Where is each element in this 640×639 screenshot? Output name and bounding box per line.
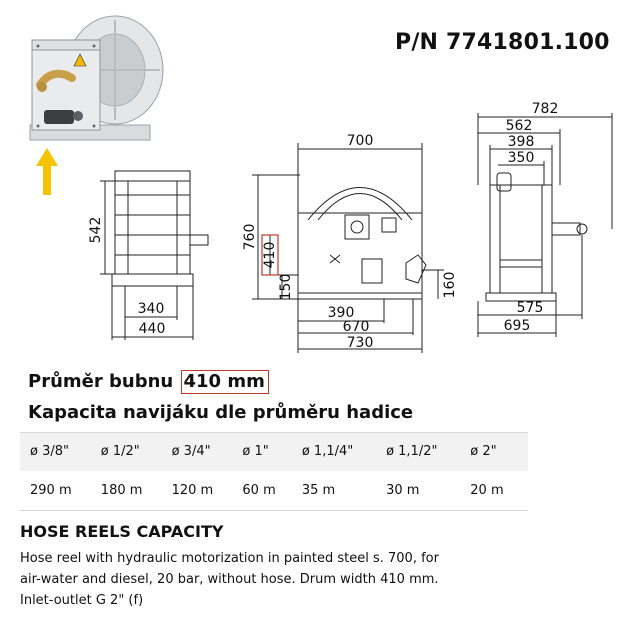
dim-right-bottom-2: 695 bbox=[504, 318, 531, 334]
english-title: HOSE REELS CAPACITY bbox=[20, 522, 224, 541]
product-photo bbox=[29, 15, 164, 195]
diameter-cell: ø 3/8" bbox=[20, 432, 91, 471]
dim-front-bottom-1: 390 bbox=[328, 305, 355, 321]
diameter-cell: ø 3/4" bbox=[161, 432, 233, 471]
length-cell: 120 m bbox=[161, 470, 233, 511]
table-row: 290 m 180 m 120 m 60 m 35 m 30 m 20 m bbox=[20, 470, 528, 511]
technical-drawing: 542 340 440 700 760 410 150 160 390 670 … bbox=[88, 101, 613, 353]
length-cell: 290 m bbox=[20, 470, 91, 511]
drum-label: Průměr bubnu bbox=[28, 371, 174, 392]
dim-side-height: 542 bbox=[88, 217, 104, 244]
dim-front-low: 150 bbox=[278, 274, 294, 301]
part-number: P/N 7741801.100 bbox=[395, 30, 610, 55]
dim-right-width-2: 562 bbox=[506, 118, 533, 134]
dim-front-height: 760 bbox=[242, 224, 258, 251]
dim-right-width-1: 782 bbox=[532, 101, 559, 117]
diameter-cell: ø 1,1/2" bbox=[376, 432, 461, 471]
right-view bbox=[477, 113, 613, 337]
drum-value: 410 mm bbox=[180, 370, 269, 394]
diameter-cell: ø 2" bbox=[460, 432, 528, 471]
length-cell: 60 m bbox=[232, 470, 292, 511]
dim-front-bottom-2: 670 bbox=[343, 319, 370, 335]
dim-front-drum: 410 bbox=[262, 242, 278, 269]
drum-dim-highlight bbox=[261, 234, 279, 276]
dim-side-base-inner: 340 bbox=[138, 301, 165, 317]
dim-front-bottom-3: 730 bbox=[347, 335, 374, 351]
capacity-table: ø 3/8" ø 1/2" ø 3/4" ø 1" ø 1,1/4" ø 1,1… bbox=[20, 432, 528, 511]
length-cell: 20 m bbox=[460, 470, 528, 511]
dim-front-right: 160 bbox=[442, 272, 458, 299]
dim-right-bottom-1: 575 bbox=[517, 300, 544, 316]
dim-side-base-outer: 440 bbox=[139, 321, 166, 337]
capacity-title: Kapacita navijáku dle průměru hadice bbox=[28, 402, 414, 423]
arrow-up-icon bbox=[36, 148, 58, 195]
length-cell: 180 m bbox=[90, 470, 162, 511]
length-cell: 35 m bbox=[291, 470, 377, 511]
dim-right-width-4: 350 bbox=[508, 150, 535, 166]
diameter-cell: ø 1/2" bbox=[90, 432, 162, 471]
front-view bbox=[252, 143, 444, 353]
drum-diameter: Průměr bubnu 410 mm bbox=[28, 370, 269, 394]
diameter-cell: ø 1" bbox=[232, 432, 292, 471]
dim-front-width: 700 bbox=[347, 133, 374, 149]
side-view bbox=[100, 170, 209, 340]
table-row: ø 3/8" ø 1/2" ø 3/4" ø 1" ø 1,1/4" ø 1,1… bbox=[20, 432, 528, 471]
dim-right-width-3: 398 bbox=[508, 134, 535, 150]
length-cell: 30 m bbox=[376, 470, 461, 511]
product-description: Hose reel with hydraulic motorization in… bbox=[20, 551, 439, 608]
diameter-cell: ø 1,1/4" bbox=[291, 432, 377, 471]
